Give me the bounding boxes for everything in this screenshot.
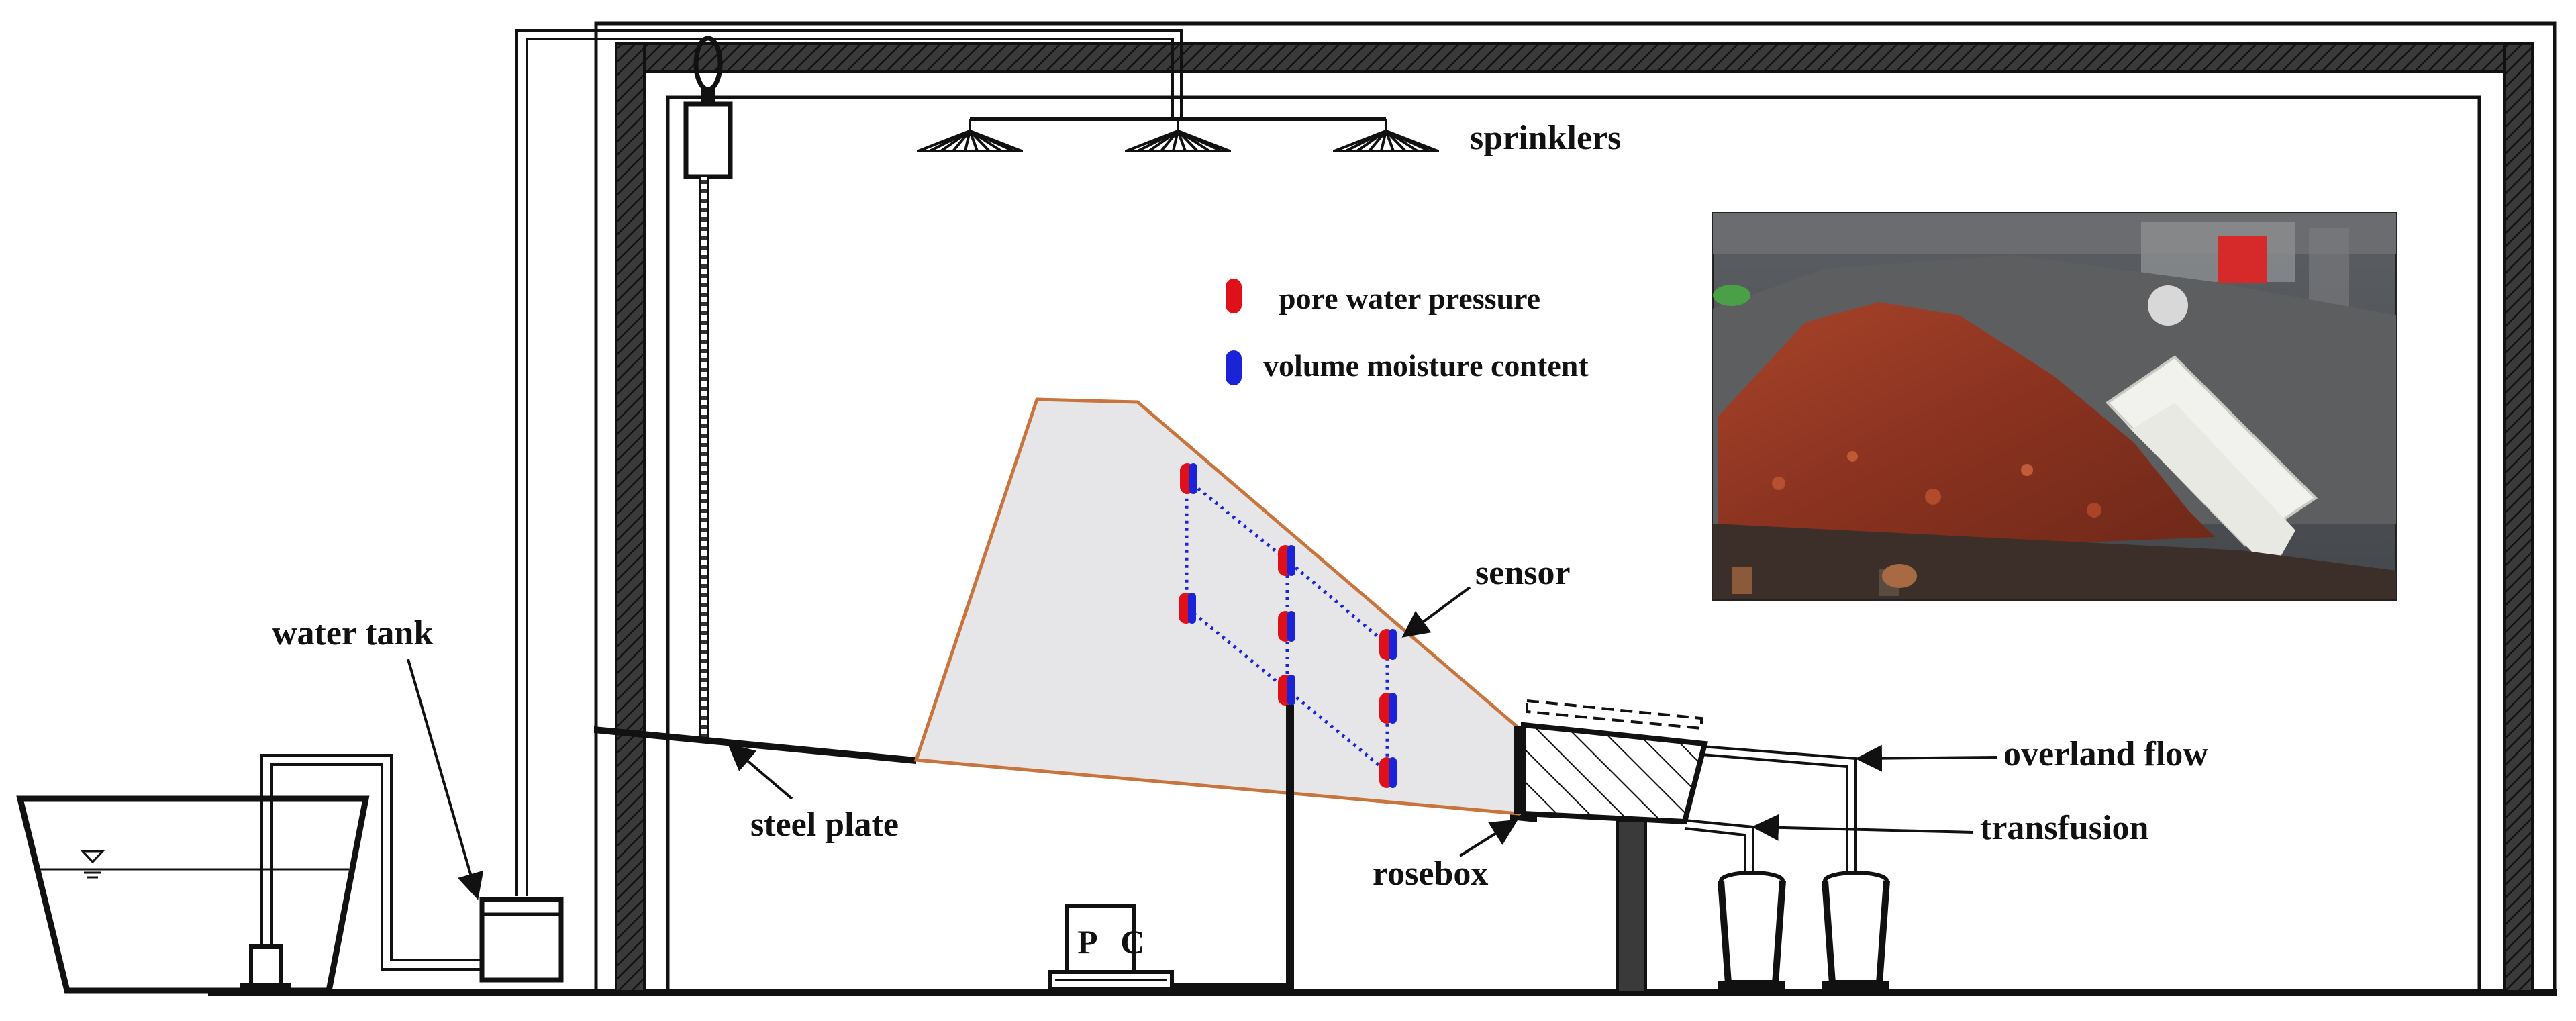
- label-sensor: sensor: [1475, 554, 1571, 592]
- water-tank: [479, 897, 564, 983]
- bucket-transfusion: [1718, 871, 1786, 989]
- sprinkler-head-right: [1333, 130, 1439, 152]
- sprinkler-head-left: [917, 130, 1023, 152]
- label-transfusion: transfusion: [1980, 809, 2148, 847]
- pc-cable: [1171, 705, 1294, 991]
- soil-slope: [913, 397, 1520, 816]
- frame-structure: [594, 21, 2557, 993]
- legend: pore water pressure volume moisture cont…: [1226, 279, 1589, 385]
- experiment-photo: [1712, 212, 2397, 601]
- pump-pipe: [260, 754, 483, 971]
- water-level-icon: [80, 850, 105, 879]
- pointer-transfusion: [1752, 814, 1974, 841]
- label-steel-plate: steel plate: [750, 806, 899, 844]
- pointer-overland-flow: [1855, 744, 1997, 772]
- label-rosebox: rosebox: [1373, 855, 1488, 893]
- hoist: [683, 36, 733, 741]
- hoist-chain: [699, 176, 709, 741]
- outflow-pipes: [1684, 745, 1857, 879]
- pointer-steel-plate: [727, 743, 793, 800]
- legend-marker-volume-moisture: [1226, 350, 1242, 385]
- label-pc: P C: [1077, 923, 1152, 961]
- sensor-4: [1278, 611, 1295, 642]
- sensor-8: [1379, 757, 1397, 788]
- legend-label-volume-moisture-content: volume moisture content: [1263, 348, 1589, 383]
- sensor-5: [1379, 629, 1397, 660]
- sensor-1: [1180, 463, 1197, 494]
- pointer-sensor: [1401, 586, 1471, 638]
- pointer-water-tank: [407, 659, 484, 900]
- sensor-3: [1179, 593, 1196, 624]
- legend-marker-pore-water: [1226, 279, 1242, 313]
- rosebox: [1514, 699, 1709, 993]
- supply-pipe: [515, 29, 1183, 896]
- label-water-tank: water tank: [272, 614, 433, 652]
- sprinkler-array: [917, 117, 1439, 152]
- sensor-2: [1278, 545, 1295, 576]
- ground-line: [208, 989, 2557, 996]
- pointer-rosebox: [1458, 819, 1518, 857]
- label-overland-flow: overland flow: [2003, 735, 2208, 773]
- pump: [240, 944, 291, 991]
- sensor-6: [1278, 675, 1295, 706]
- reservoir-basin: [16, 795, 370, 994]
- sprinkler-head-middle: [1125, 130, 1231, 152]
- legend-label-pore-water-pressure: pore water pressure: [1279, 281, 1540, 315]
- sensor-7: [1379, 693, 1397, 724]
- pc-computer: [1048, 904, 1174, 991]
- label-sprinklers: sprinklers: [1470, 119, 1621, 157]
- bucket-overland-flow: [1822, 871, 1890, 989]
- sensor-array: [1179, 463, 1397, 788]
